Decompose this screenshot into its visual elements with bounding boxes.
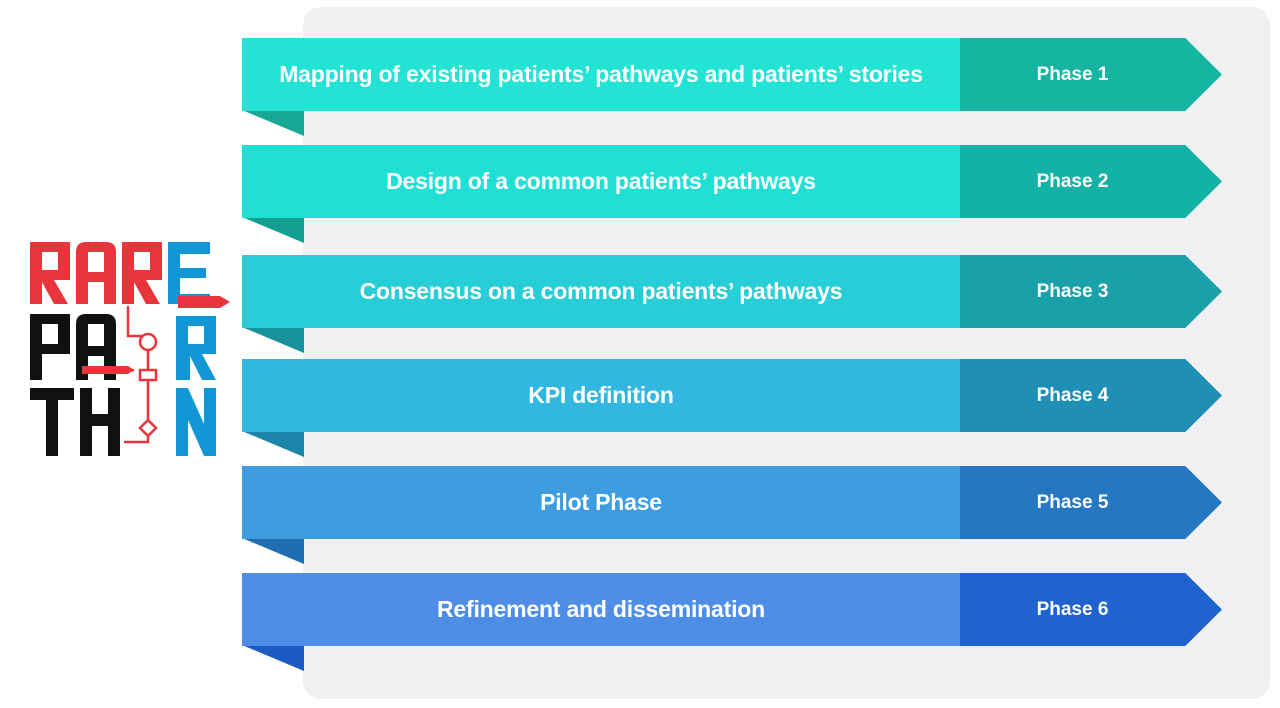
ribbon-fold xyxy=(242,217,304,243)
phase-arrow-tag: Phase 5 xyxy=(960,466,1222,539)
ribbon-fold xyxy=(242,110,304,136)
phase-arrow-tag: Phase 4 xyxy=(960,359,1222,432)
phase-description: KPI definition xyxy=(242,359,960,432)
phase-arrow-tag: Phase 6 xyxy=(960,573,1222,646)
phase-arrow-tag: Phase 2 xyxy=(960,145,1222,218)
phase-row-5: Pilot Phase Phase 5 xyxy=(242,466,1222,566)
phase-row-6: Refinement and dissemination Phase 6 xyxy=(242,573,1222,673)
phase-number-label: Phase 5 xyxy=(1036,491,1109,513)
phase-description: Design of a common patients’ pathways xyxy=(242,145,960,218)
phase-description: Pilot Phase xyxy=(242,466,960,539)
phase-row-4: KPI definition Phase 4 xyxy=(242,359,1222,459)
ribbon-fold xyxy=(242,645,304,671)
phase-number-label: Phase 1 xyxy=(1036,63,1109,85)
phase-number-label: Phase 2 xyxy=(1036,170,1109,192)
ribbon-fold xyxy=(242,431,304,457)
phase-description: Mapping of existing patients’ pathways a… xyxy=(242,38,960,111)
phase-description: Refinement and dissemination xyxy=(242,573,960,646)
phase-number-label: Phase 4 xyxy=(1036,384,1109,406)
phase-row-3: Consensus on a common patients’ pathways… xyxy=(242,255,1222,355)
phase-arrow-tag: Phase 1 xyxy=(960,38,1222,111)
phase-number-label: Phase 3 xyxy=(1036,280,1109,302)
ribbon-fold xyxy=(242,327,304,353)
phase-arrow-tag: Phase 3 xyxy=(960,255,1222,328)
rare-path-ern-logo xyxy=(30,242,230,456)
ribbon-fold xyxy=(242,538,304,564)
phase-row-2: Design of a common patients’ pathways Pha… xyxy=(242,145,1222,245)
phase-description: Consensus on a common patients’ pathways xyxy=(242,255,960,328)
phase-number-label: Phase 6 xyxy=(1036,598,1109,620)
phase-row-1: Mapping of existing patients’ pathways a… xyxy=(242,38,1222,138)
